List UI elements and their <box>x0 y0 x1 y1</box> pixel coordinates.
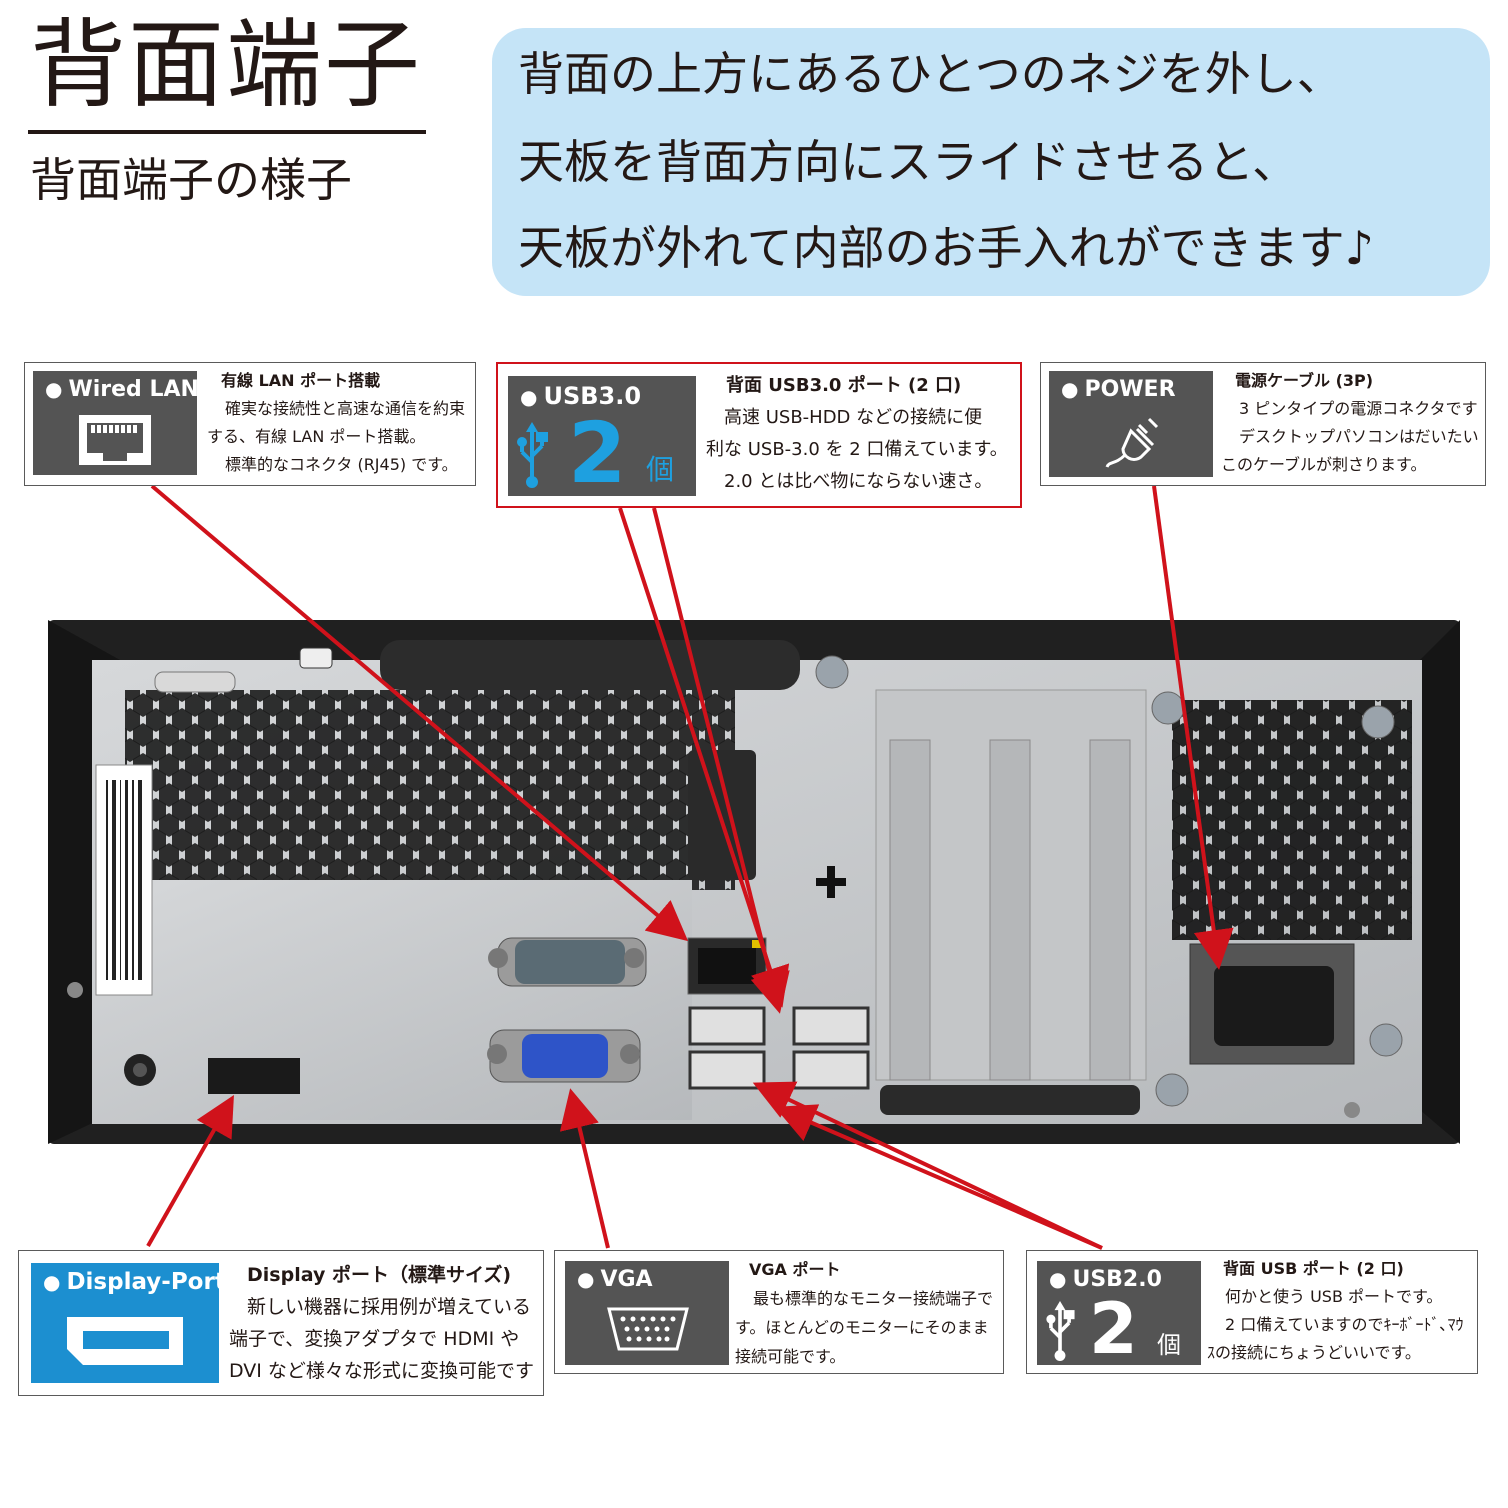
bubble-line-1: 背面の上方にあるひとつのネジを外し、 <box>518 47 1343 101</box>
lan-line-2: する、有線 LAN ポート搭載。 <box>207 427 426 446</box>
displayport-line-1: 新しい機器に採用例が増えている <box>247 1296 532 1318</box>
usb2-count-unit: 個 <box>1157 1331 1181 1359</box>
lan-heading: 有線 LAN ポート搭載 <box>221 371 381 390</box>
callout-displayport: ●Display-Port Display ポート（標準サイズ) 新しい機器に採… <box>18 1250 544 1396</box>
usb2-count-number: 2 <box>1089 1288 1138 1370</box>
info-bubble <box>492 28 1490 296</box>
usb2-line-3: ｽの接続にちょうどいいです。 <box>1207 1343 1421 1362</box>
vga-heading: VGA ポート <box>749 1260 841 1279</box>
callout-wired-lan: ●Wired LAN 有線 LAN ポート搭載 確実な接続性と高速な通信を約束 … <box>24 362 476 486</box>
usb-icon <box>517 422 548 488</box>
displayport-badge: ●Display-Port <box>31 1263 226 1383</box>
arrow-usb3-a <box>618 507 790 1008</box>
usb3-badge: ●USB3.0 2 個 <box>508 376 696 502</box>
displayport-icon <box>67 1317 183 1365</box>
arrow-displayport <box>146 1095 234 1247</box>
usb-icon <box>1046 1301 1075 1361</box>
displayport-badge-label: Display-Port <box>66 1269 226 1295</box>
power-badge-label: POWER <box>1084 377 1176 402</box>
usb3-line-1: 高速 USB-HDD などの接続に便 <box>724 407 983 428</box>
usb2-badge-label: USB2.0 <box>1072 1267 1162 1292</box>
usb3-line-3: 2.0 とは比べ物にならない速さ。 <box>724 471 993 492</box>
usb3-badge-label: USB3.0 <box>543 382 642 410</box>
title-underline <box>28 130 426 134</box>
usb3-heading: 背面 USB3.0 ポート (2 口) <box>726 375 962 396</box>
displayport-heading: Display ポート（標準サイズ) <box>247 1264 512 1286</box>
displayport-line-2: 端子で、変換アダプタで HDMI や <box>229 1328 520 1350</box>
lan-badge: ●Wired LAN <box>33 371 199 475</box>
usb3-count-unit: 個 <box>646 453 675 486</box>
arrow-power <box>1152 485 1234 970</box>
callout-usb2: ●USB2.0 2 個 背面 USB ポート (2 口) 何かと使う USB ポ… <box>1026 1250 1478 1374</box>
displayport-line-3: DVI など様々な形式に変換可能です <box>229 1360 534 1382</box>
callout-vga: ●VGA VGA ポート 最も標準的なモニター接続端子で す。ほとんどのモニター… <box>554 1250 1004 1374</box>
bubble-line-2: 天板を背面方向にスライドさせると、 <box>518 135 1299 189</box>
bubble-line-3: 天板が外れて内部のお手入れができます♪ <box>518 221 1374 275</box>
callout-power: ●POWER 電源ケーブル (3P) 3 ピンタイプの電源コネクタです デスクト… <box>1040 362 1486 486</box>
arrow-vga <box>559 1088 610 1249</box>
usb3-count-number: 2 <box>568 404 627 502</box>
arrow-usb3-b <box>652 507 790 1014</box>
power-plug-icon <box>1105 417 1159 468</box>
vga-port-icon <box>607 1307 689 1351</box>
ethernet-port-icon <box>79 415 151 465</box>
vga-line-2: す。ほとんどのモニターにそのまま <box>735 1318 989 1337</box>
usb2-badge: ●USB2.0 2 個 <box>1037 1261 1201 1370</box>
power-line-1: 3 ピンタイプの電源コネクタです <box>1239 399 1478 418</box>
vga-badge: ●VGA <box>565 1261 729 1365</box>
arrow-lan <box>150 484 689 942</box>
power-badge: ●POWER <box>1049 371 1213 477</box>
vga-badge-label: VGA <box>600 1267 653 1292</box>
lan-line-3: 標準的なコネクタ (RJ45) です。 <box>225 455 458 474</box>
vga-line-3: 接続可能です。 <box>735 1347 846 1366</box>
page-subtitle: 背面端子の様子 <box>30 153 352 207</box>
usb2-heading: 背面 USB ポート (2 口) <box>1223 1259 1404 1278</box>
lan-line-1: 確実な接続性と高速な通信を約束 <box>225 399 466 418</box>
usb2-line-1: 何かと使う USB ポートです。 <box>1225 1287 1443 1306</box>
vga-line-1: 最も標準的なモニター接続端子で <box>753 1289 994 1308</box>
power-line-3: このケーブルが刺さります。 <box>1221 455 1427 474</box>
power-heading: 電源ケーブル (3P) <box>1235 371 1374 390</box>
lan-badge-label: Wired LAN <box>68 377 199 402</box>
arrow-usb2-b <box>774 1104 1103 1250</box>
usb3-line-2: 利な USB-3.0 を 2 口備えています。 <box>706 439 1008 460</box>
callout-usb3: ●USB3.0 2 個 背面 USB3.0 ポート (2 口) 高速 USB-H… <box>496 362 1022 508</box>
page-title: 背面端子 <box>30 9 422 121</box>
usb2-line-2: 2 口備えていますのでｷｰﾎﾞｰﾄﾞ､ﾏｳ <box>1225 1315 1464 1334</box>
power-line-2: デスクトップパソコンはだいたい <box>1239 427 1479 446</box>
